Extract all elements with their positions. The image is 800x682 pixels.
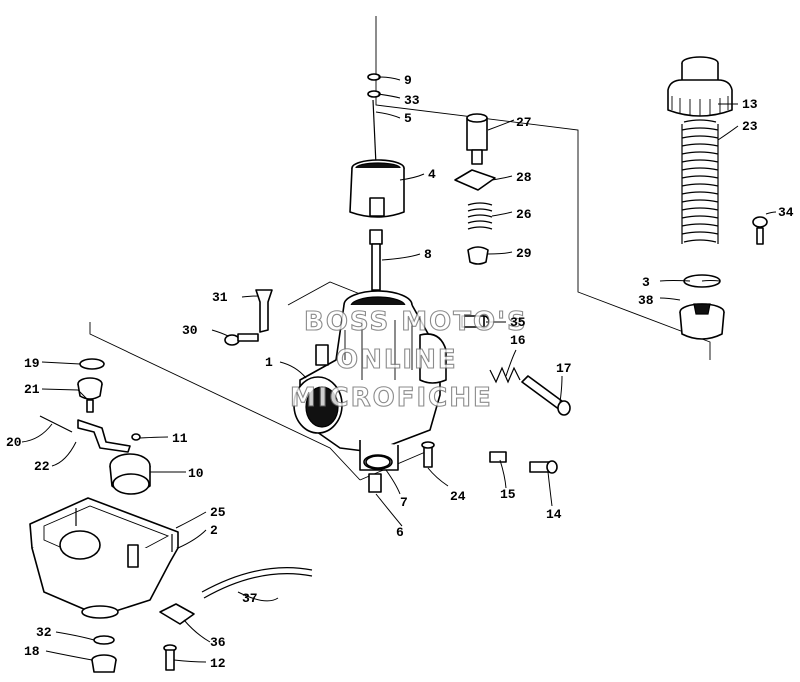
jet-holder-part-6 xyxy=(368,473,382,493)
watermark-line-3: MICROFICHE xyxy=(290,383,493,413)
callout-33: 33 xyxy=(404,93,420,108)
callout-32: 32 xyxy=(36,625,52,640)
callout-20: 20 xyxy=(6,435,22,450)
float-part xyxy=(109,453,151,495)
callout-14: 14 xyxy=(546,507,562,522)
callout-24: 24 xyxy=(450,489,466,504)
needle-jet-part xyxy=(369,229,383,291)
callout-34: 34 xyxy=(778,205,794,220)
callout-labels: 1 2 3 4 5 6 7 8 9 10 11 12 13 14 15 16 1… xyxy=(6,73,794,671)
callout-8: 8 xyxy=(424,247,432,262)
valve-seat-part-21 xyxy=(77,377,103,413)
vent-hose-part xyxy=(201,567,313,593)
float-pin-part xyxy=(39,415,73,433)
callout-28: 28 xyxy=(516,170,532,185)
screw-part-35 xyxy=(461,315,490,329)
callout-31: 31 xyxy=(212,290,228,305)
screw-part-12 xyxy=(163,644,177,671)
callout-1: 1 xyxy=(265,355,273,370)
pilot-jet-part-15 xyxy=(489,451,507,463)
callout-13: 13 xyxy=(742,97,758,112)
top-assembly-outline xyxy=(375,16,711,360)
main-spring-part xyxy=(681,119,719,244)
nut-part-7 xyxy=(365,455,391,469)
watermark-line-2: ONLINE xyxy=(336,345,458,375)
callout-10: 10 xyxy=(188,466,204,481)
pilot-air-screw-part xyxy=(466,113,488,165)
watermark-line-1: BOSS MOTO'S xyxy=(304,307,528,337)
callout-21: 21 xyxy=(24,382,40,397)
callout-29: 29 xyxy=(516,246,532,261)
float-bowl-guide-line xyxy=(89,322,361,481)
callout-4: 4 xyxy=(428,167,436,182)
screw-part-34 xyxy=(752,216,768,245)
callout-36: 36 xyxy=(210,635,226,650)
callout-23: 23 xyxy=(742,119,758,134)
callout-5: 5 xyxy=(404,111,412,126)
washer-part-19 xyxy=(79,358,105,370)
callout-37: 37 xyxy=(242,591,258,606)
watermark: BOSS MOTO'S ONLINE MICROFICHE xyxy=(289,306,528,413)
washer-part-32 xyxy=(93,635,115,645)
callout-leader-lines xyxy=(21,76,777,663)
callout-7: 7 xyxy=(400,495,408,510)
carburetor-body-part xyxy=(293,290,447,471)
retainer-part xyxy=(679,303,725,340)
plug-part-29 xyxy=(467,246,489,265)
callout-35: 35 xyxy=(510,315,526,330)
callout-19: 19 xyxy=(24,356,40,371)
drain-screw-part-24 xyxy=(421,441,435,468)
bracket-part-36 xyxy=(159,603,195,625)
callout-25: 25 xyxy=(210,505,226,520)
callout-9: 9 xyxy=(404,73,412,88)
callout-3: 3 xyxy=(642,275,650,290)
callout-16: 16 xyxy=(510,333,526,348)
callout-27: 27 xyxy=(516,115,532,130)
float-bowl-part xyxy=(29,497,179,619)
gasket-part-28 xyxy=(454,169,496,191)
float-arm-part xyxy=(77,419,131,453)
callout-12: 12 xyxy=(210,656,226,671)
callout-38: 38 xyxy=(638,293,654,308)
callout-11: 11 xyxy=(172,431,188,446)
clip-part-11 xyxy=(131,433,141,441)
drain-plug-part-18 xyxy=(91,654,117,673)
callout-15: 15 xyxy=(500,487,516,502)
vent-hose-edge xyxy=(203,573,313,599)
idle-screw-part xyxy=(521,375,571,416)
callout-17: 17 xyxy=(556,361,572,376)
throttle-valve-part xyxy=(349,159,405,218)
callout-30: 30 xyxy=(182,323,198,338)
callout-22: 22 xyxy=(34,459,50,474)
spring-cap-part xyxy=(667,56,733,117)
callout-2: 2 xyxy=(210,523,218,538)
small-spring-part xyxy=(467,202,493,230)
screw-part-30 xyxy=(224,333,259,346)
idle-spring-part xyxy=(489,366,521,384)
callout-6: 6 xyxy=(396,525,404,540)
callout-18: 18 xyxy=(24,644,40,659)
lever-part-31 xyxy=(255,289,273,333)
main-jet-part-14 xyxy=(529,460,558,474)
callout-26: 26 xyxy=(516,207,532,222)
jet-needle-part xyxy=(372,99,377,166)
